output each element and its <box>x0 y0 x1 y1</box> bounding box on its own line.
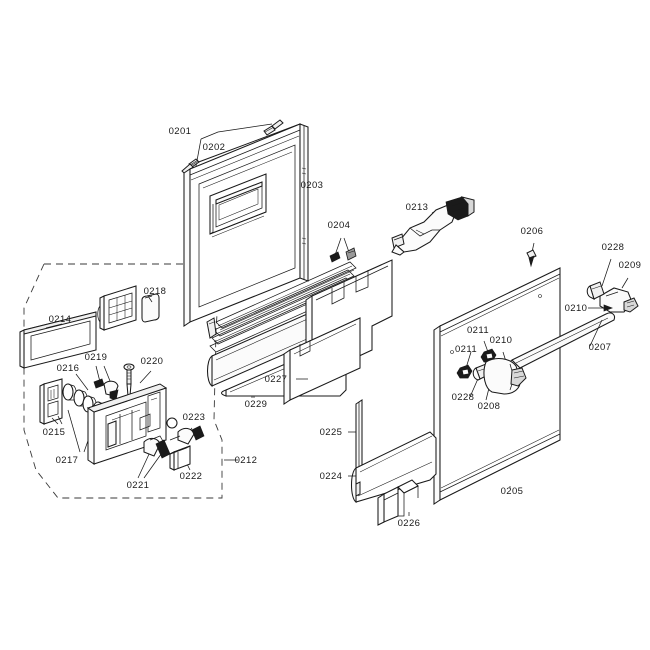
callout-label-0224: 0224 <box>320 471 343 482</box>
callout-label-0228-upper: 0228 <box>602 242 625 253</box>
callout-label-0210-upper: 0210 <box>565 303 588 314</box>
callout-label-0206: 0206 <box>521 226 544 237</box>
part-0211-nut-upper <box>480 340 497 363</box>
callout-label-0207: 0207 <box>589 342 612 353</box>
part-0221-lever-pins <box>137 435 171 479</box>
callout-label-0225: 0225 <box>320 427 343 438</box>
part-0204-vent-clip <box>329 237 357 263</box>
callout-label-0214: 0214 <box>49 314 72 325</box>
part-clip-small <box>206 317 217 339</box>
part-0218-keypad-membrane <box>97 285 160 331</box>
part-0226-base-end-bracket <box>377 479 419 526</box>
callout-label-0220: 0220 <box>141 356 164 367</box>
part-0210-pin-upper <box>588 304 613 312</box>
callout-label-0223: 0223 <box>183 412 206 423</box>
callout-label-0221: 0221 <box>127 480 150 491</box>
callout-label-0204: 0204 <box>328 220 351 231</box>
callout-label-0228-lower: 0228 <box>452 392 475 403</box>
callout-label-0229: 0229 <box>245 399 268 410</box>
part-0209-handle-end-cap <box>599 277 639 313</box>
callout-label-0212: 0212 <box>235 455 258 466</box>
part-0224-lower-trim-strip <box>348 431 437 503</box>
callout-label-0208: 0208 <box>478 401 501 412</box>
callout-label-0215: 0215 <box>43 427 66 438</box>
part-0214-display-bezel <box>19 311 97 369</box>
callout-label-0218: 0218 <box>144 286 167 297</box>
callout-label-0226: 0226 <box>398 518 421 529</box>
callout-labels: 0201 0202 0203 0204 0205 0206 0207 0208 … <box>43 126 642 529</box>
callout-label-0201: 0201 <box>169 126 192 137</box>
part-0211-nut-lower <box>456 351 473 379</box>
callout-label-0211-upper: 0211 <box>467 325 489 336</box>
callout-label-0213: 0213 <box>406 202 429 213</box>
part-0216-button-cap <box>39 373 89 425</box>
part-0206-screw-upper <box>526 242 537 268</box>
callout-label-0205: 0205 <box>501 486 524 497</box>
callout-label-0222: 0222 <box>180 471 203 482</box>
part-0228-hinge-tab-upper <box>586 258 612 301</box>
part-0220-spindle-screw <box>123 363 152 397</box>
part-0208-hinge-bracket-cover <box>483 357 527 401</box>
callout-label-0217: 0217 <box>56 455 79 466</box>
callout-label-0210-lower: 0210 <box>490 335 513 346</box>
part-0213-door-latch <box>391 196 475 256</box>
callout-label-0202: 0202 <box>203 142 226 153</box>
part-0215-switch-body <box>51 415 63 425</box>
callout-label-0216: 0216 <box>57 363 80 374</box>
callout-label-0211-lower: 0211 <box>455 344 477 355</box>
callout-label-0227: 0227 <box>265 374 288 385</box>
callout-label-0203: 0203 <box>301 180 324 191</box>
part-0203-outer-door-panel <box>183 123 309 327</box>
part-0219-contact-pin <box>93 365 119 401</box>
part-0222-actuator-block <box>169 445 191 471</box>
callout-label-0209: 0209 <box>619 260 642 271</box>
callout-label-0219: 0219 <box>85 352 108 363</box>
part-0223-spring-clip <box>166 417 205 445</box>
part-0227-mid-support-panel <box>283 259 393 405</box>
